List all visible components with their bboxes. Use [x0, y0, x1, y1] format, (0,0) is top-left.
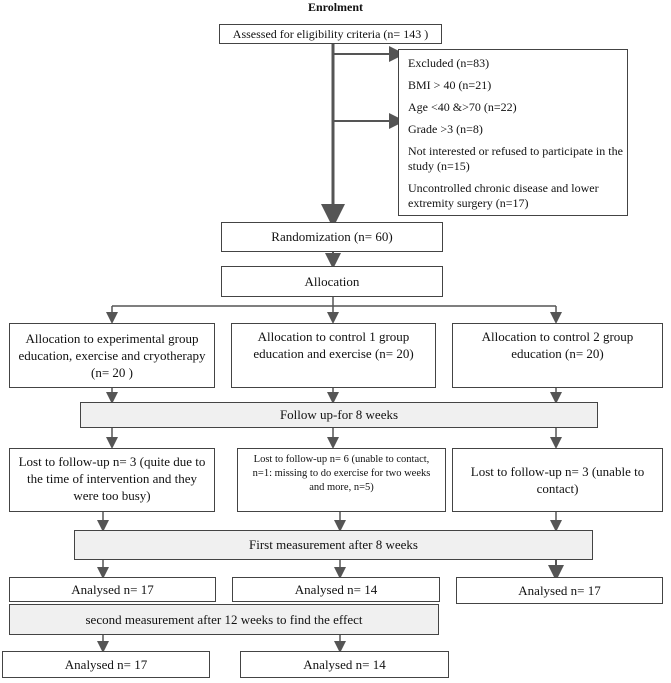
analysed-second-1-text: Analysed n= 17 [64, 657, 148, 672]
follow-up-text: Follow up-for 8 weeks [279, 407, 399, 422]
diagram-title: Enrolment [307, 0, 364, 14]
assessed-text: Assessed for eligibility criteria (n= 14… [232, 27, 429, 41]
analysed-first-2-text: Analysed n= 14 [294, 582, 378, 597]
analysed-first-3-box: Analysed n= 17 [456, 577, 663, 604]
lost-group3-box: Lost to follow-up n= 3 (unable to contac… [452, 448, 663, 512]
randomization-box: Randomization (n= 60) [221, 222, 443, 252]
excluded-item: Not interested or refused to participate… [408, 144, 623, 173]
lost-group1-box: Lost to follow-up n= 3 (quite due to the… [9, 448, 215, 512]
follow-up-box: Follow up-for 8 weeks [80, 402, 598, 428]
analysed-first-1-text: Analysed n= 17 [71, 582, 154, 597]
analysed-first-2-box: Analysed n= 14 [232, 577, 440, 602]
analysed-first-1-box: Analysed n= 17 [9, 577, 216, 602]
second-measurement-box: second measurement after 12 weeks to fin… [9, 604, 439, 635]
assessed-box: Assessed for eligibility criteria (n= 14… [219, 24, 442, 44]
analysed-first-3-text: Analysed n= 17 [518, 583, 601, 598]
lost-group3-text: Lost to follow-up n= 3 (unable to contac… [470, 464, 645, 496]
analysed-second-2-text: Analysed n= 14 [303, 657, 386, 672]
excluded-item: BMI > 40 (n=21) [408, 78, 492, 92]
first-measurement-box: First measurement after 8 weeks [74, 530, 593, 560]
group-experimental-text: Allocation to experimental group educati… [18, 331, 206, 380]
group-control1-text: Allocation to control 1 group education … [253, 329, 414, 361]
randomization-text: Randomization (n= 60) [271, 229, 393, 244]
first-measurement-text: First measurement after 8 weeks [249, 537, 418, 552]
lost-group2-box: Lost to follow-up n= 6 (unable to contac… [237, 448, 446, 512]
lost-group1-text: Lost to follow-up n= 3 (quite due to the… [18, 454, 206, 503]
excluded-item: Uncontrolled chronic disease and lower e… [408, 181, 599, 210]
analysed-second-2-box: Analysed n= 14 [240, 651, 449, 678]
group-control2-box: Allocation to control 2 group education … [452, 323, 663, 388]
group-experimental-box: Allocation to experimental group educati… [9, 323, 215, 388]
second-measurement-text: second measurement after 12 weeks to fin… [85, 612, 363, 627]
group-control2-text: Allocation to control 2 group education … [481, 329, 634, 361]
allocation-text: Allocation [304, 274, 360, 289]
excluded-item: Excluded (n=83) [408, 56, 490, 70]
excluded-item: Age <40 &>70 (n=22) [408, 100, 517, 114]
group-control1-box: Allocation to control 1 group education … [231, 323, 436, 388]
allocation-box: Allocation [221, 266, 443, 297]
analysed-second-1-box: Analysed n= 17 [2, 651, 210, 678]
excluded-box: Excluded (n=83) BMI > 40 (n=21) Age <40 … [398, 49, 628, 216]
lost-group2-text: Lost to follow-up n= 6 (unable to contac… [252, 454, 431, 493]
excluded-item: Grade >3 (n=8) [408, 122, 483, 136]
